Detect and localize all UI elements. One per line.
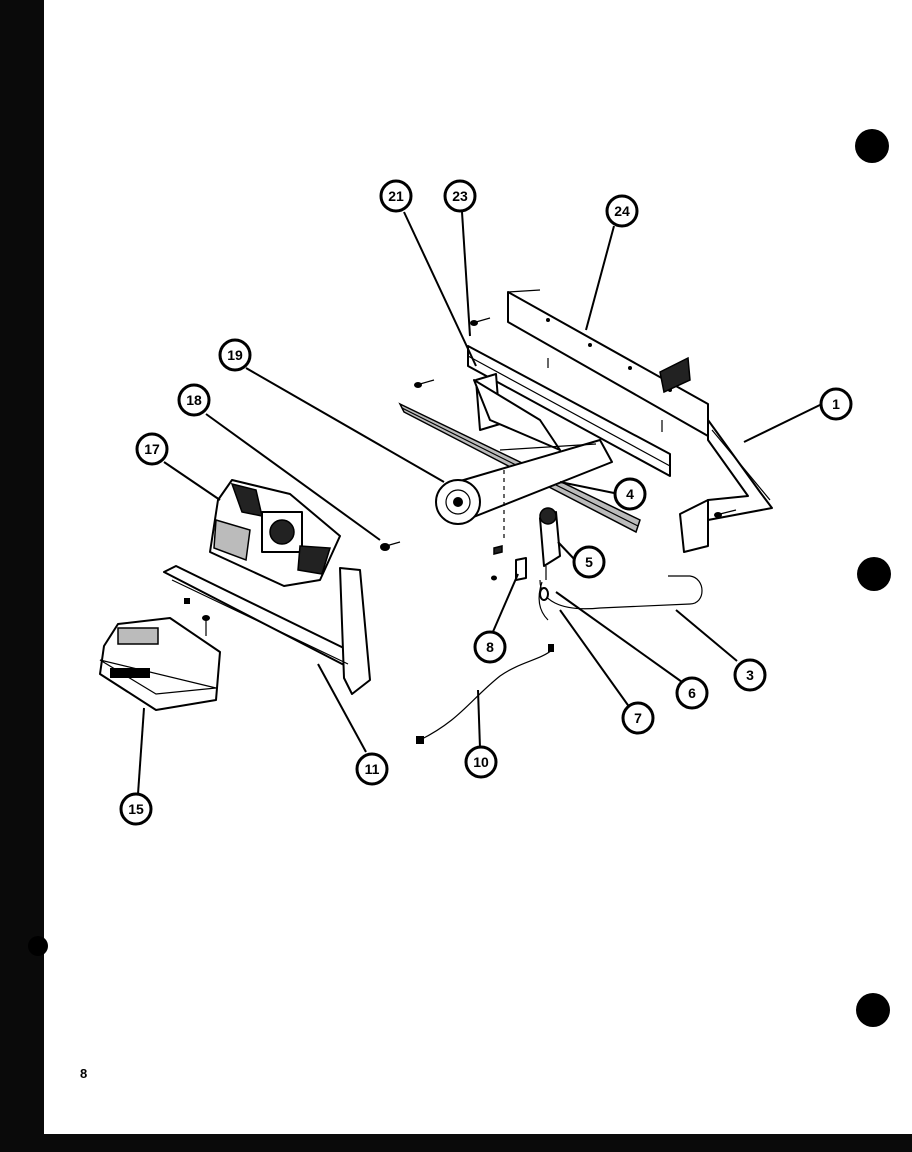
callout-18: 18 [177,383,211,417]
callout-21: 21 [379,179,413,213]
callout-19-label: 19 [227,347,243,363]
callout-15-label: 15 [128,801,144,817]
callout-11-label: 11 [365,761,380,777]
callout-4-label: 4 [626,486,634,502]
callout-5-label: 5 [585,554,593,570]
callout-7: 7 [621,701,655,735]
callout-11: 11 [355,752,389,786]
callout-17-label: 17 [144,441,160,457]
punch-hole-middle [857,557,891,591]
punch-hole-top [855,129,889,163]
part-21-23-support-rails [414,317,671,477]
part-19-burner-tube [435,439,613,525]
callout-24-label: 24 [614,203,630,219]
leader-lines [137,211,825,795]
callout-1: 1 [819,387,853,421]
callout-18-label: 18 [186,392,202,408]
part-17-ignition-module [209,479,341,587]
callout-15: 15 [119,792,153,826]
diagram-sheet [44,0,912,1134]
callout-10-label: 10 [473,754,489,770]
callout-19: 19 [218,338,252,372]
part-1-side-bracket [679,419,773,553]
callout-17: 17 [135,432,169,466]
callout-21-label: 21 [388,188,404,204]
part-5-valve [503,470,561,580]
part-11-mounting-bracket [163,565,371,695]
callout-23: 23 [443,179,477,213]
callout-6: 6 [675,676,709,710]
callout-8-label: 8 [486,639,494,655]
part-3-6-7-tubing [538,575,703,621]
callout-4: 4 [613,477,647,511]
callout-6-label: 6 [688,685,696,701]
callout-5: 5 [572,545,606,579]
page-number: 8 [80,1066,88,1081]
callout-1-label: 1 [832,396,840,412]
callout-7-label: 7 [634,710,642,726]
part-15-control-box [99,615,221,711]
callout-3-label: 3 [746,667,754,683]
part-8-bracket [491,545,527,581]
part-24-back-panel [507,289,709,437]
part-10-wire [416,644,554,744]
callout-8: 8 [473,630,507,664]
callout-24: 24 [605,194,639,228]
punch-hole-bottom [856,993,890,1027]
part-18-screw [380,541,401,551]
callout-23-label: 23 [452,188,468,204]
punch-hole-left [28,936,48,956]
callout-10: 10 [464,745,498,779]
callout-3: 3 [733,658,767,692]
